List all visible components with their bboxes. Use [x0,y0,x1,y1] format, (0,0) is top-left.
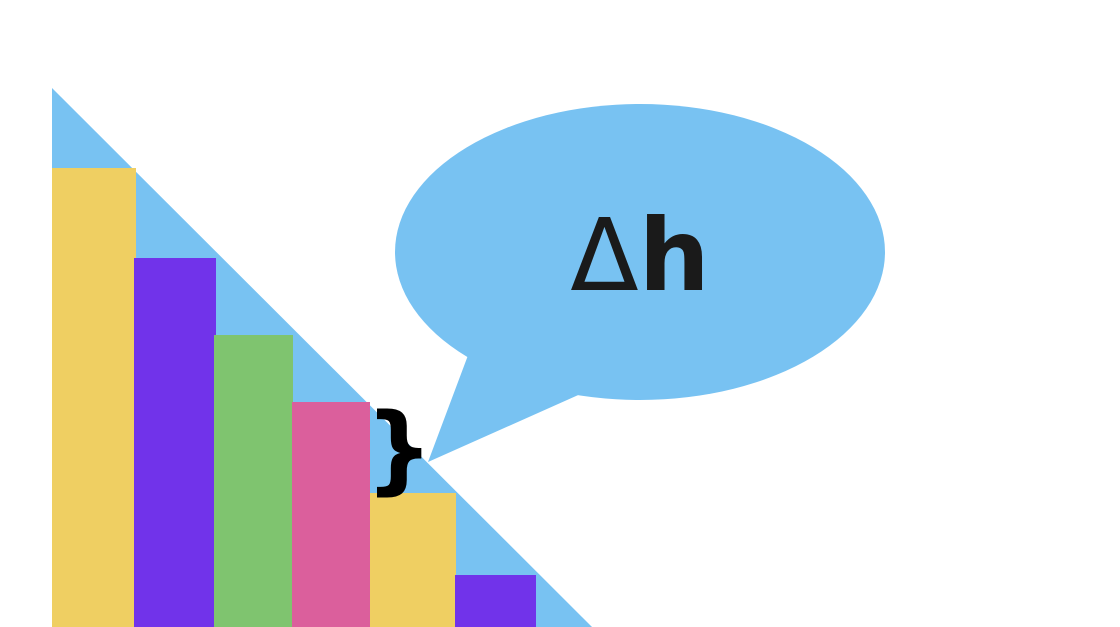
step-bar-5 [370,493,456,627]
speech-bubble: Δh [395,104,885,462]
height-brace: } [365,393,433,505]
speech-bubble-body [395,104,885,400]
height-variable: h [639,197,710,314]
step-bar-4 [292,402,370,627]
delta-symbol: Δ [570,197,638,314]
step-bars [52,168,536,627]
step-bar-2 [134,258,216,627]
step-bar-1 [52,168,136,627]
step-bar-6 [455,575,536,627]
step-bar-3 [214,335,293,627]
delta-h-label: Δh [570,197,710,314]
